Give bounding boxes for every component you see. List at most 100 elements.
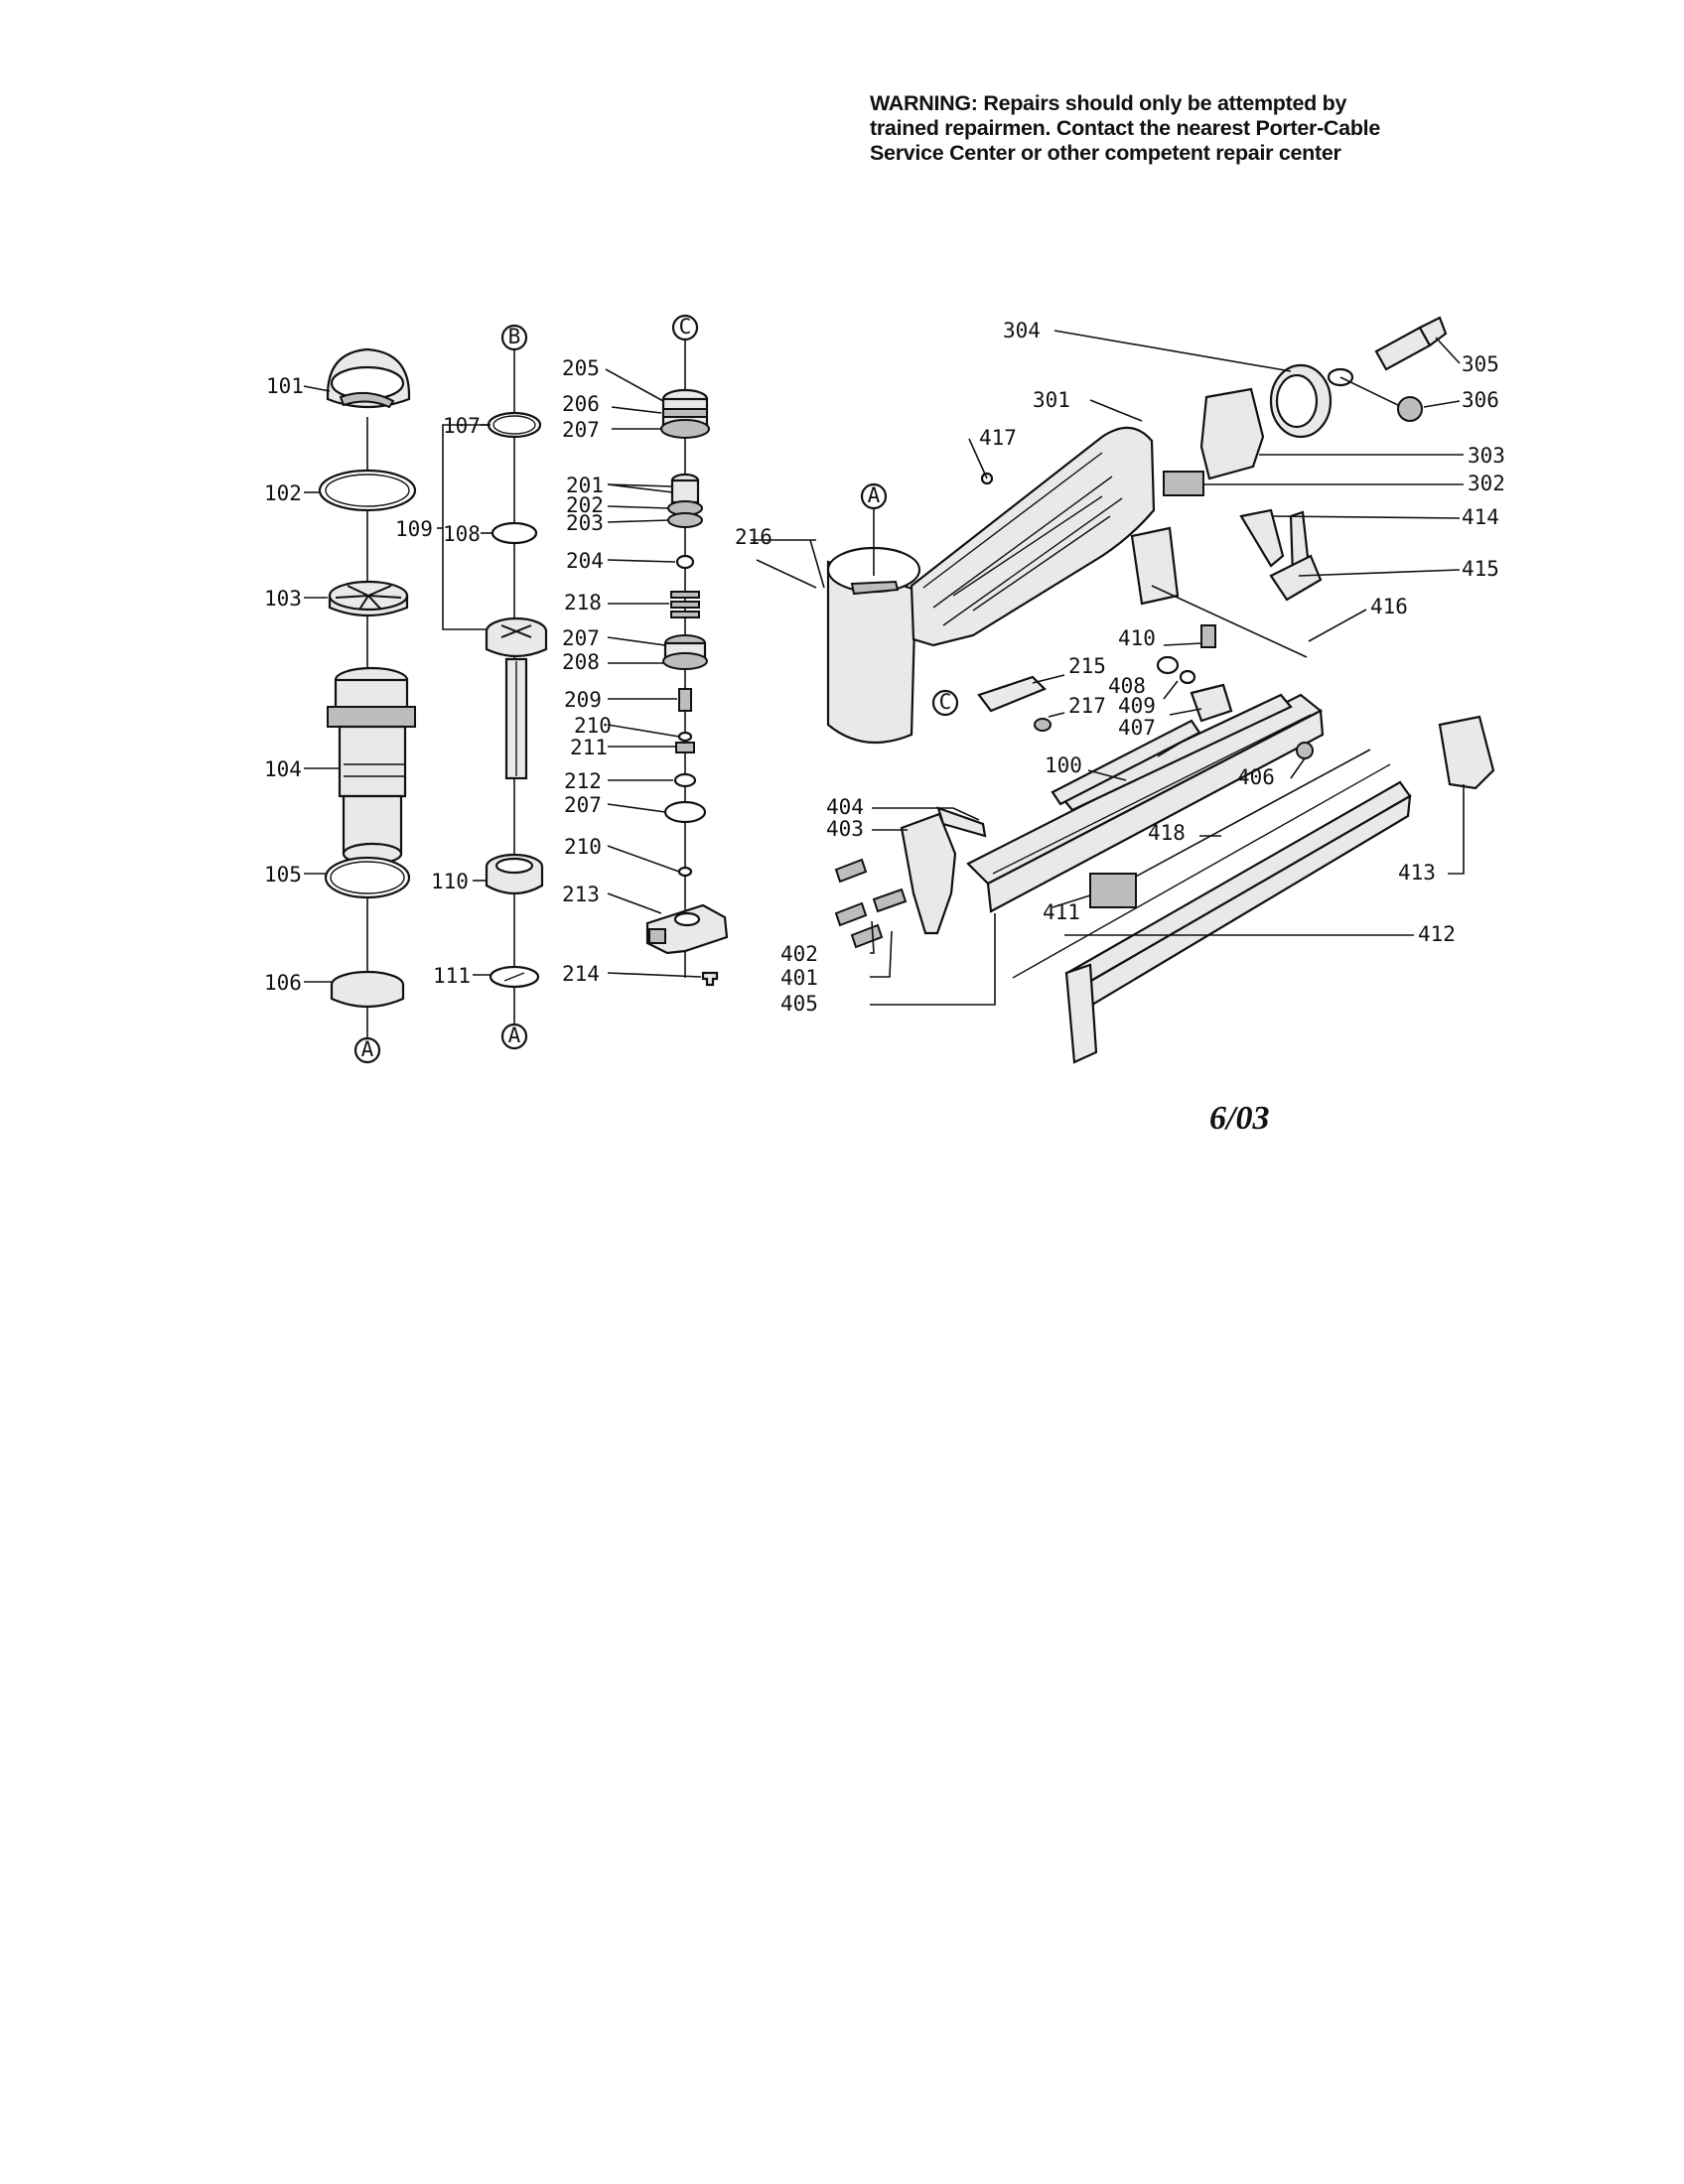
callout-207-upper: 207 — [562, 418, 600, 442]
callout-401: 401 — [780, 966, 818, 990]
part-408-washer — [1156, 655, 1180, 675]
part-103-deflector — [328, 580, 409, 617]
warning-notice: WARNING: Repairs should only be attempte… — [870, 91, 1426, 166]
part-210-o-ring-lower — [677, 866, 693, 878]
callout-305: 305 — [1462, 352, 1499, 376]
callout-415: 415 — [1462, 557, 1499, 581]
callout-409: 409 — [1118, 694, 1156, 718]
callout-101: 101 — [266, 374, 304, 398]
connector-a-circle — [353, 1036, 381, 1064]
part-301-handle — [910, 426, 1180, 647]
callout-100: 100 — [1045, 753, 1082, 777]
callout-416: 416 — [1370, 595, 1408, 618]
callout-213: 213 — [562, 883, 600, 906]
part-217-nut — [1034, 718, 1052, 732]
part-306-dust-cap — [1327, 367, 1423, 422]
callout-104: 104 — [264, 757, 302, 781]
callout-414: 414 — [1462, 505, 1499, 529]
part-215-latch — [977, 675, 1047, 713]
part-416-pin — [1151, 585, 1308, 658]
callout-202: 202 — [566, 493, 604, 517]
connector-a-lower-circle — [500, 1023, 528, 1050]
callout-403: 403 — [826, 817, 864, 841]
callout-303: 303 — [1468, 444, 1505, 468]
part-305-air-fitting — [1374, 316, 1448, 371]
callout-408: 408 — [1108, 674, 1146, 698]
part-211-plunger — [675, 742, 695, 753]
callout-306: 306 — [1462, 388, 1499, 412]
part-418-spring — [1131, 749, 1371, 880]
callout-111: 111 — [433, 964, 471, 988]
callout-205: 205 — [562, 356, 600, 380]
callout-405: 405 — [780, 992, 818, 1016]
part-101-exhaust-cap — [326, 347, 411, 409]
callout-301: 301 — [1033, 388, 1070, 412]
callout-207-middle: 207 — [562, 626, 600, 650]
part-406-nut — [1296, 742, 1314, 759]
callout-102: 102 — [264, 481, 302, 505]
callout-214: 214 — [562, 962, 600, 986]
callout-203: 203 — [566, 511, 604, 535]
part-410-screw — [1200, 624, 1216, 648]
part-303-cap-bracket — [1199, 387, 1265, 480]
callout-210-lower: 210 — [564, 835, 602, 859]
callout-413: 413 — [1398, 861, 1436, 885]
callout-404: 404 — [826, 795, 864, 819]
connector-a-label: A — [361, 1037, 374, 1061]
part-104-cylinder — [327, 666, 416, 866]
part-208-valve-seat — [662, 634, 708, 670]
part-401-screws — [834, 858, 908, 949]
connector-c-main-circle — [931, 689, 959, 717]
part-106-bumper — [330, 970, 405, 1009]
callout-208: 208 — [562, 650, 600, 674]
callout-206: 206 — [562, 392, 600, 416]
callout-304: 304 — [1003, 319, 1041, 342]
part-413-end-cap — [1438, 715, 1495, 790]
callout-209: 209 — [564, 688, 602, 712]
part-201-valve-stem — [667, 473, 703, 528]
callout-108: 108 — [443, 522, 481, 546]
part-407-block — [1190, 683, 1233, 723]
part-109-piston-driver — [485, 616, 548, 780]
column-1-parts: A 101 102 103 104 105 106 — [264, 347, 417, 1064]
part-214-screw — [701, 971, 719, 987]
callout-402: 402 — [780, 942, 818, 966]
part-414-trigger — [1239, 508, 1323, 602]
revision-date: 6/03 — [1209, 1100, 1270, 1137]
callout-109: 109 — [395, 517, 433, 541]
part-212-washer — [673, 772, 697, 788]
part-108-o-ring — [491, 521, 538, 545]
part-housing-head: A — [826, 482, 921, 745]
callout-107: 107 — [443, 414, 481, 438]
part-216-pin — [756, 559, 817, 589]
callout-411: 411 — [1043, 900, 1080, 924]
part-409-washer — [1179, 669, 1196, 685]
callout-211: 211 — [570, 736, 608, 759]
callout-106: 106 — [264, 971, 302, 995]
callout-210-upper: 210 — [574, 714, 612, 738]
callout-201: 201 — [566, 474, 604, 497]
connector-a-lower-label: A — [508, 1024, 521, 1047]
callout-418: 418 — [1148, 821, 1186, 845]
part-213-valve-housing — [645, 903, 729, 955]
callout-110: 110 — [431, 870, 469, 893]
part-210-o-ring — [677, 731, 693, 743]
callout-407: 407 — [1118, 716, 1156, 740]
part-412-pusher-rail — [1012, 763, 1412, 1064]
warning-line-2: trained repairmen. Contact the nearest P… — [870, 116, 1380, 140]
part-100-guide — [1051, 719, 1201, 806]
callout-207-lower: 207 — [564, 793, 602, 817]
part-304-nut — [1269, 363, 1333, 439]
part-302-filter — [1163, 471, 1204, 496]
connector-c-main-label: C — [939, 690, 952, 714]
part-411-block — [1089, 873, 1137, 908]
part-102-o-ring — [318, 469, 417, 512]
part-105-o-ring — [324, 856, 411, 899]
part-207-o-ring-lower — [663, 800, 707, 824]
callout-215: 215 — [1068, 654, 1106, 678]
callout-217: 217 — [1068, 694, 1106, 718]
part-405-magazine — [966, 693, 1325, 913]
warning-line-3: Service Center or other competent repair… — [870, 141, 1341, 165]
warning-line-1: WARNING: Repairs should only be attempte… — [870, 91, 1347, 115]
